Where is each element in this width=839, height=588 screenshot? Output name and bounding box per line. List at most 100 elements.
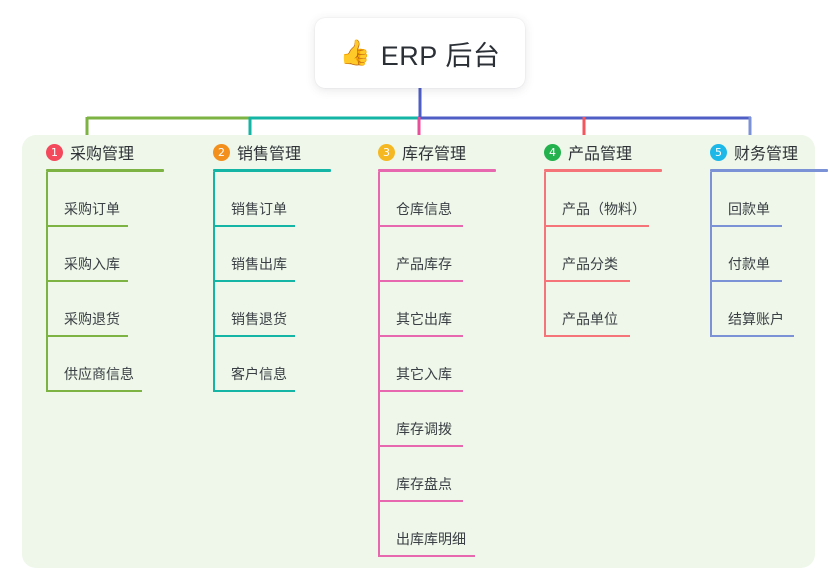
mindmap-item-label: 回款单 (728, 201, 770, 217)
mindmap-item-label: 销售退货 (231, 311, 287, 327)
mindmap-item[interactable]: 销售出库 (213, 227, 331, 282)
mindmap-item-label: 其它出库 (396, 311, 452, 327)
column-badge-5: 5 (710, 143, 727, 161)
mindmap-item-underline (544, 225, 649, 227)
mindmap-column-3: 3 库存管理仓库信息产品库存其它出库其它入库库存调拨库存盘点出库库明细 (362, 135, 496, 557)
thumbs-up-icon: 👍 (339, 38, 371, 67)
mindmap-item-underline (710, 225, 782, 227)
mindmap-item-label: 产品库存 (396, 256, 452, 272)
mindmap-item-label: 出库库明细 (396, 531, 466, 547)
mindmap-item-underline (213, 225, 295, 227)
mindmap-item[interactable]: 采购订单 (46, 172, 164, 227)
mindmap-item[interactable]: 产品库存 (378, 227, 496, 282)
mindmap-item-label: 销售出库 (231, 256, 287, 272)
column-spine-3 (378, 172, 380, 557)
root-node-title: ERP 后台 (380, 40, 501, 71)
column-items-5: 回款单付款单结算账户 (710, 172, 828, 337)
column-items-4: 产品（物料） 产品分类产品单位 (544, 172, 662, 337)
mindmap-item-label: 其它入库 (396, 366, 452, 382)
mindmap-item[interactable]: 结算账户 (710, 282, 828, 337)
column-title-5: 财务管理 (734, 146, 799, 163)
mindmap-item[interactable]: 其它出库 (378, 282, 496, 337)
column-items-3: 仓库信息产品库存其它出库其它入库库存调拨库存盘点出库库明细 (378, 172, 496, 557)
column-spine-2 (213, 172, 215, 392)
mindmap-item-underline (378, 225, 463, 227)
mindmap-item[interactable]: 付款单 (710, 227, 828, 282)
column-title-1: 采购管理 (70, 146, 135, 163)
mindmap-item[interactable]: 采购退货 (46, 282, 164, 337)
mindmap-item-label: 结算账户 (728, 311, 784, 327)
mindmap-item-underline (378, 445, 463, 447)
mindmap-column-4: 4 产品管理产品（物料） 产品分类产品单位 (528, 135, 662, 337)
mindmap-panel: 1 采购管理采购订单采购入库采购退货供应商信息 2 销售管理销售订单销售出库销售退货客… (22, 135, 828, 568)
column-header-1[interactable]: 1 采购管理 (30, 135, 164, 169)
mindmap-item-label: 供应商信息 (64, 366, 134, 382)
mindmap-item-label: 付款单 (728, 256, 770, 272)
mindmap-item-label: 采购订单 (64, 201, 120, 217)
mindmap-item[interactable]: 其它入库 (378, 337, 496, 392)
mindmap-item-underline (378, 390, 463, 392)
mindmap-item-label: 客户信息 (231, 366, 287, 382)
mindmap-item-underline (544, 335, 630, 337)
mindmap-item-underline (46, 390, 142, 392)
mindmap-item-underline (544, 280, 630, 282)
column-badge-3: 3 (378, 143, 395, 161)
mindmap-item-underline (213, 335, 295, 337)
column-title-4: 产品管理 (568, 146, 633, 163)
mindmap-item-underline (213, 280, 295, 282)
mindmap-item-underline (378, 500, 463, 502)
column-spine-4 (544, 172, 546, 337)
mindmap-item[interactable]: 出库库明细 (378, 502, 496, 557)
column-badge-4: 4 (544, 143, 561, 161)
mindmap-item[interactable]: 库存盘点 (378, 447, 496, 502)
mindmap-item-underline (710, 280, 782, 282)
column-items-1: 采购订单采购入库采购退货供应商信息 (46, 172, 164, 392)
mindmap-item[interactable]: 库存调拨 (378, 392, 496, 447)
mindmap-item[interactable]: 回款单 (710, 172, 828, 227)
column-title-2: 销售管理 (237, 146, 302, 163)
mindmap-item[interactable]: 采购入库 (46, 227, 164, 282)
mindmap-item-underline (710, 335, 794, 337)
mindmap-item-label: 库存调拨 (396, 421, 452, 437)
mindmap-item-label: 产品（物料） (562, 201, 646, 217)
mindmap-item[interactable]: 供应商信息 (46, 337, 164, 392)
mindmap-item-label: 采购退货 (64, 311, 120, 327)
mindmap-item-underline (378, 280, 463, 282)
column-header-4[interactable]: 4 产品管理 (528, 135, 662, 169)
column-badge-1: 1 (46, 143, 63, 161)
mindmap-item-underline (46, 225, 128, 227)
mindmap-item-underline (46, 335, 128, 337)
mindmap-column-1: 1 采购管理采购订单采购入库采购退货供应商信息 (30, 135, 164, 392)
mindmap-item-underline (378, 335, 463, 337)
mindmap-item-label: 库存盘点 (396, 476, 452, 492)
column-underline-1 (46, 169, 164, 172)
mindmap-column-5: 5 财务管理回款单付款单结算账户 (694, 135, 828, 337)
mindmap-item[interactable]: 产品（物料） (544, 172, 662, 227)
mindmap-item-label: 采购入库 (64, 256, 120, 272)
mindmap-item-underline (378, 555, 475, 557)
column-title-3: 库存管理 (402, 146, 467, 163)
mindmap-item[interactable]: 仓库信息 (378, 172, 496, 227)
mindmap-item[interactable]: 销售订单 (213, 172, 331, 227)
column-spine-1 (46, 172, 48, 392)
column-underline-5 (710, 169, 828, 172)
column-header-5[interactable]: 5 财务管理 (694, 135, 828, 169)
column-items-2: 销售订单销售出库销售退货客户信息 (213, 172, 331, 392)
column-underline-3 (378, 169, 496, 172)
root-node-card[interactable]: 👍 ERP 后台 (315, 18, 525, 88)
mindmap-item[interactable]: 客户信息 (213, 337, 331, 392)
mindmap-item-label: 销售订单 (231, 201, 287, 217)
column-badge-2: 2 (213, 143, 230, 161)
column-header-3[interactable]: 3 库存管理 (362, 135, 496, 169)
column-underline-4 (544, 169, 662, 172)
mindmap-item-label: 产品分类 (562, 256, 618, 272)
mindmap-item[interactable]: 销售退货 (213, 282, 331, 337)
mindmap-item[interactable]: 产品分类 (544, 227, 662, 282)
mindmap-item-underline (213, 390, 295, 392)
root-node-content: 👍 ERP 后台 (340, 34, 501, 73)
column-spine-5 (710, 172, 712, 337)
mindmap-item[interactable]: 产品单位 (544, 282, 662, 337)
mindmap-item-underline (46, 280, 128, 282)
column-header-2[interactable]: 2 销售管理 (197, 135, 331, 169)
mindmap-column-2: 2 销售管理销售订单销售出库销售退货客户信息 (197, 135, 331, 392)
